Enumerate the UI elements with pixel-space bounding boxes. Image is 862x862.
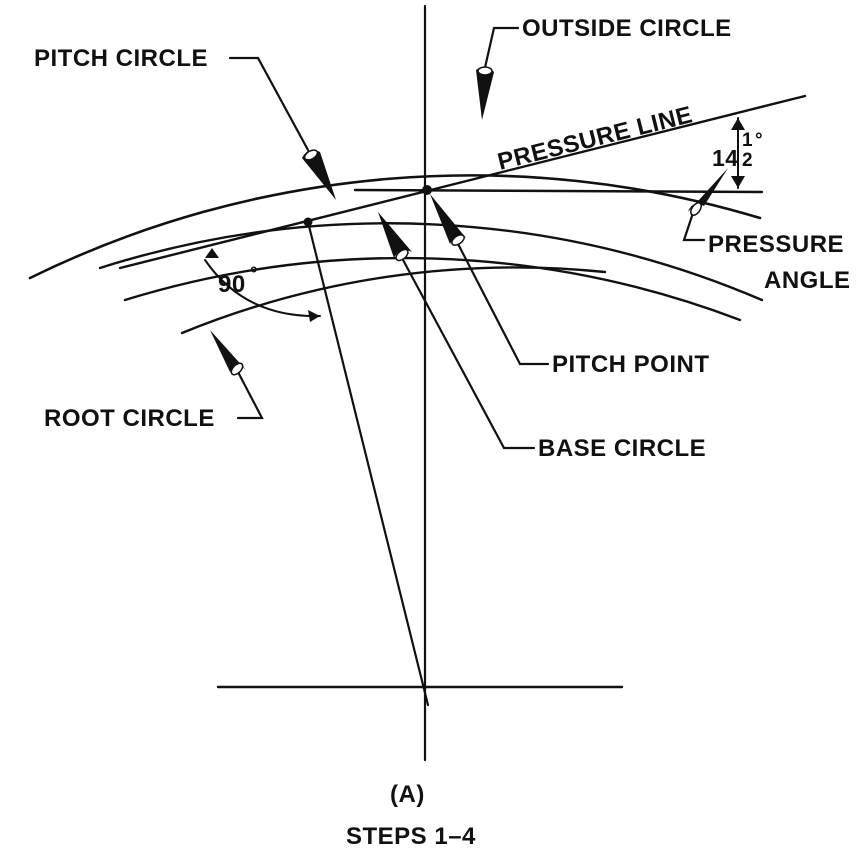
- pitch-point-leader: [454, 238, 550, 366]
- view-id-label: (A): [390, 781, 425, 808]
- pitch-circle-label: PITCH CIRCLE: [34, 45, 208, 72]
- pressure-angle-label-line1: PRESSURE: [708, 231, 844, 258]
- pitch-circle-leader-bulb: [303, 149, 319, 161]
- root-circle-label: ROOT CIRCLE: [44, 405, 215, 432]
- pitch-point-leader-bulb: [451, 234, 465, 246]
- pressure-angle-arrow-up: [731, 118, 745, 130]
- base-circle-label: BASE CIRCLE: [538, 435, 706, 462]
- outside-circle-leader-arrow: [476, 66, 494, 120]
- pitch-circle-leader: [228, 56, 310, 152]
- right-angle-arc: [204, 259, 321, 318]
- pressure-angle-leader-arrow: [688, 168, 728, 212]
- outside-circle-leader: [482, 26, 520, 74]
- angle-frac-den: 2: [742, 150, 753, 171]
- steps-label: STEPS 1–4: [346, 823, 476, 850]
- right-angle-arrowhead-top: [205, 248, 219, 258]
- angle-degree: °: [755, 130, 763, 151]
- pressure-line-label: PRESSURE LINE: [495, 101, 695, 176]
- root-circle-leader-bulb: [230, 362, 244, 376]
- pitch-point-dot: [422, 185, 432, 195]
- outside-circle-label: OUTSIDE CIRCLE: [522, 15, 732, 42]
- root-circle-leader: [236, 370, 264, 420]
- pitch-point-label: PITCH POINT: [552, 351, 710, 378]
- outside-circle-leader-bulb: [477, 66, 493, 76]
- pressure-line: [118, 94, 807, 270]
- right-angle-number: 90: [218, 271, 246, 298]
- right-angle-degree: °: [250, 264, 258, 285]
- pressure-angle-arrow-down: [731, 176, 745, 188]
- right-angle-arrowhead: [308, 310, 320, 322]
- right-angle-value: 90 °: [218, 264, 258, 298]
- base-circle-leader: [400, 256, 536, 450]
- angle-whole: 14: [712, 145, 739, 171]
- pitch-tangent-line: [353, 188, 764, 194]
- pressure-angle-leader-bulb: [690, 202, 702, 216]
- pressure-angle-label-line2: ANGLE: [764, 267, 851, 294]
- base-circle-leader-arrow: [378, 212, 412, 258]
- pressure-angle-value: 14 1 2 °: [712, 130, 763, 171]
- radial-line: [306, 220, 430, 707]
- pitch-circle-arc: [98, 222, 764, 302]
- pitch-point-leader-arrow: [430, 194, 466, 244]
- root-circle-arc: [180, 266, 607, 335]
- base-circle-arc: [123, 256, 742, 322]
- angle-frac-num: 1: [742, 130, 753, 151]
- pressure-angle-leader: [682, 208, 706, 242]
- root-circle-leader-arrow: [210, 330, 246, 372]
- pitch-circle-leader-arrow: [302, 150, 336, 200]
- tangent-point-dot: [303, 217, 313, 227]
- base-circle-leader-bulb: [395, 248, 409, 262]
